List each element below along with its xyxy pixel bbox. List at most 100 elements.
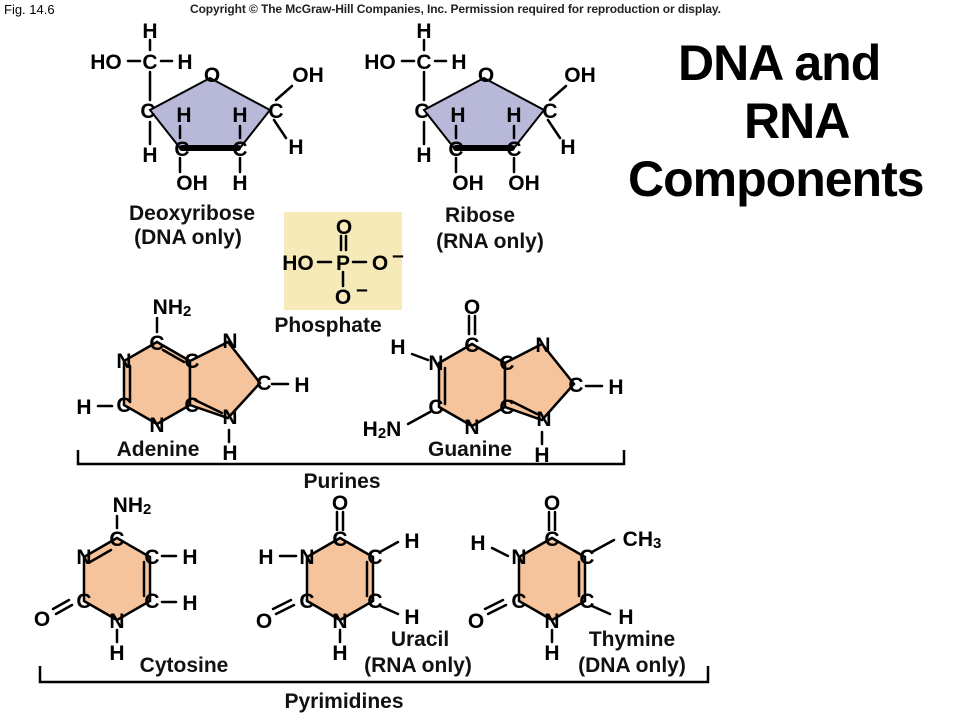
svg-text:P: P <box>336 252 350 275</box>
svg-text:H: H <box>416 144 431 167</box>
svg-text:C: C <box>332 528 347 551</box>
svg-text:O: O <box>335 286 351 309</box>
guanine-ring5 <box>503 342 576 422</box>
svg-text:O: O <box>544 492 560 515</box>
purines-bracket <box>76 450 626 466</box>
thymine-note: (DNA only) <box>578 654 686 677</box>
svg-text:C: C <box>579 590 594 613</box>
svg-text:O: O <box>464 296 480 319</box>
svg-text:H: H <box>288 136 303 159</box>
svg-text:C: C <box>448 138 463 161</box>
svg-text:H: H <box>534 444 549 467</box>
svg-text:H: H <box>76 396 91 419</box>
svg-text:H: H <box>416 20 431 43</box>
uracil-label: Uracil <box>391 628 449 651</box>
svg-text:C: C <box>499 396 514 419</box>
svg-text:C: C <box>568 374 583 397</box>
svg-text:H: H <box>142 20 157 43</box>
svg-text:O: O <box>372 252 388 275</box>
uracil-structure: O H C N C H C C H O N H Uracil (RNA only… <box>256 492 472 677</box>
adenine-structure: NH2 C N C N C H C H C N N H Adenine <box>76 296 309 465</box>
svg-text:C: C <box>544 528 559 551</box>
svg-text:OH: OH <box>292 64 324 87</box>
deoxyribose-structure: H HO C H O OH C H H C C C H H OH H Deoxy… <box>90 20 324 249</box>
svg-text:C: C <box>268 100 283 123</box>
cytosine-structure: NH2 C N C H C C H O N H Cytosine <box>34 494 229 677</box>
svg-text:N: N <box>544 610 559 633</box>
svg-text:N: N <box>116 350 131 373</box>
svg-text:H: H <box>390 336 405 359</box>
svg-text:C: C <box>414 100 429 123</box>
svg-text:OH: OH <box>452 172 484 195</box>
svg-text:C: C <box>184 394 199 417</box>
svg-text:C: C <box>579 546 594 569</box>
svg-text:H: H <box>470 532 485 555</box>
purines-label: Purines <box>303 470 380 493</box>
svg-text:NH2: NH2 <box>113 494 152 518</box>
slide-title-line3: Components <box>628 151 925 207</box>
svg-text:H: H <box>608 376 623 399</box>
svg-text:N: N <box>511 546 526 569</box>
svg-text:N: N <box>76 546 91 569</box>
svg-text:C: C <box>149 332 164 355</box>
svg-text:C: C <box>174 138 189 161</box>
svg-text:N: N <box>222 330 237 353</box>
svg-text:C: C <box>232 138 247 161</box>
svg-text:N: N <box>222 406 237 429</box>
svg-text:–: – <box>356 278 368 301</box>
svg-text:C: C <box>256 372 271 395</box>
svg-text:H: H <box>506 104 521 127</box>
svg-text:N: N <box>149 414 164 437</box>
slide-title-line2: RNA <box>744 93 850 149</box>
svg-text:C: C <box>428 396 443 419</box>
cytosine-ring <box>82 536 152 622</box>
svg-text:H: H <box>451 51 466 74</box>
thymine-label: Thymine <box>589 628 675 651</box>
svg-text:OH: OH <box>176 172 208 195</box>
figure-label: Fig. 14.6 <box>0 0 59 19</box>
svg-text:H: H <box>142 144 157 167</box>
svg-text:CH3: CH3 <box>623 528 662 552</box>
svg-text:H: H <box>560 136 575 159</box>
adenine-ring5 <box>188 340 262 420</box>
svg-text:H: H <box>176 104 191 127</box>
svg-text:H: H <box>404 530 419 553</box>
svg-text:H: H <box>258 546 273 569</box>
guanine-structure: O H C N C N C H C C N N H2N H Guanine <box>363 296 624 467</box>
svg-text:–: – <box>392 244 404 267</box>
svg-text:OH: OH <box>508 172 540 195</box>
pyrimidines-bracket <box>38 666 710 684</box>
phosphate-highlight <box>284 212 402 310</box>
deoxyribose-ring <box>148 76 272 149</box>
slide-title-line1: DNA and <box>678 35 881 91</box>
deoxyribose-label: Deoxyribose <box>129 202 255 225</box>
svg-text:H: H <box>450 104 465 127</box>
svg-text:N: N <box>428 352 443 375</box>
svg-text:C: C <box>109 528 124 551</box>
svg-text:N: N <box>332 610 347 633</box>
phosphate-structure: O HO P O – O – Phosphate <box>274 212 404 337</box>
svg-text:N: N <box>535 334 550 357</box>
svg-text:C: C <box>542 100 557 123</box>
ribose-note: (RNA only) <box>436 230 544 253</box>
uracil-note: (RNA only) <box>364 654 472 677</box>
svg-text:C: C <box>140 100 155 123</box>
svg-text:H: H <box>332 642 347 665</box>
svg-text:N: N <box>536 408 551 431</box>
svg-text:HO: HO <box>90 51 122 74</box>
ribose-structure: H HO C H O OH C H H C C C H H OH OH Ribo… <box>364 20 596 253</box>
svg-text:H: H <box>232 172 247 195</box>
svg-text:HO: HO <box>282 252 314 275</box>
svg-text:C: C <box>464 334 479 357</box>
uracil-ring <box>305 536 375 622</box>
svg-text:N: N <box>464 416 479 439</box>
svg-text:H: H <box>222 442 237 465</box>
svg-text:HO: HO <box>364 51 396 74</box>
svg-text:H: H <box>618 606 633 629</box>
deoxyribose-note: (DNA only) <box>134 226 242 249</box>
svg-text:O: O <box>332 492 348 515</box>
svg-text:H2N: H2N <box>363 418 402 442</box>
svg-text:H: H <box>294 374 309 397</box>
